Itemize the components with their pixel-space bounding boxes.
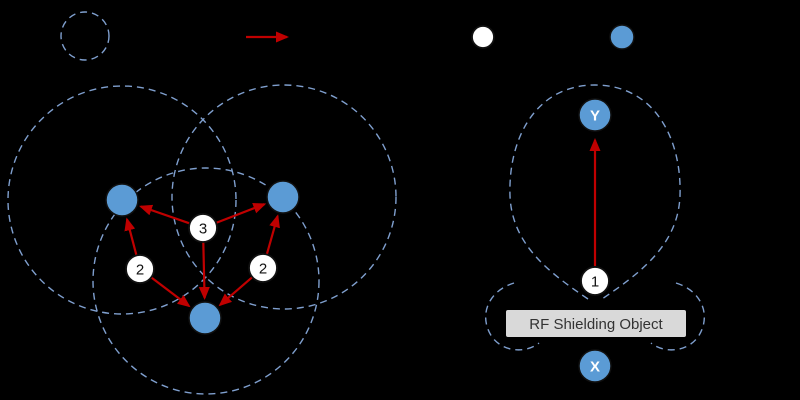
- legend-blue-node-icon: [609, 24, 635, 50]
- node-x-label: X: [590, 359, 600, 376]
- left-diagram: 3 2 2: [7, 84, 397, 395]
- transmission-range-circle-bottom: [92, 167, 320, 395]
- counter-right-badge: [248, 253, 278, 283]
- distorted-range-outline: [509, 84, 681, 300]
- transmission-range-circle-right: [171, 84, 397, 310]
- counter-left-label: 2: [136, 262, 144, 279]
- node-x: [578, 349, 612, 383]
- source-counter-badge: [580, 266, 610, 296]
- node-y-label: Y: [590, 108, 600, 125]
- legend: [60, 11, 635, 61]
- source-counter-label: 1: [591, 274, 599, 291]
- arrow-center-to-right-node: [215, 203, 267, 224]
- counter-center-label: 3: [199, 221, 207, 238]
- node-right: [266, 180, 300, 214]
- counter-right-label: 2: [259, 261, 267, 278]
- arrow-left-counter-to-bottom-node: [150, 276, 191, 308]
- node-bottom: [188, 301, 222, 335]
- counter-left-badge: [125, 254, 155, 284]
- arrow-center-to-bottom-node: [198, 241, 210, 300]
- node-y: [578, 98, 612, 132]
- rf-shielding-object-label: RF Shielding Object: [529, 316, 663, 333]
- arrow-center-to-left-node: [139, 204, 191, 225]
- counter-center-badge: [188, 213, 218, 243]
- arrow-right-counter-to-bottom-node: [218, 276, 254, 307]
- rf-shielding-object-box: [506, 310, 686, 337]
- legend-white-node-icon: [471, 25, 495, 49]
- arrow-left-counter-to-left-node: [124, 217, 138, 256]
- legend-dashed-range-circle-icon: [60, 11, 110, 61]
- transmission-range-circle-left: [7, 85, 237, 315]
- node-left: [105, 183, 139, 217]
- right-diagram: Y 1 RF Shielding Object X: [485, 84, 705, 383]
- arrow-right-counter-to-right-node: [265, 214, 280, 255]
